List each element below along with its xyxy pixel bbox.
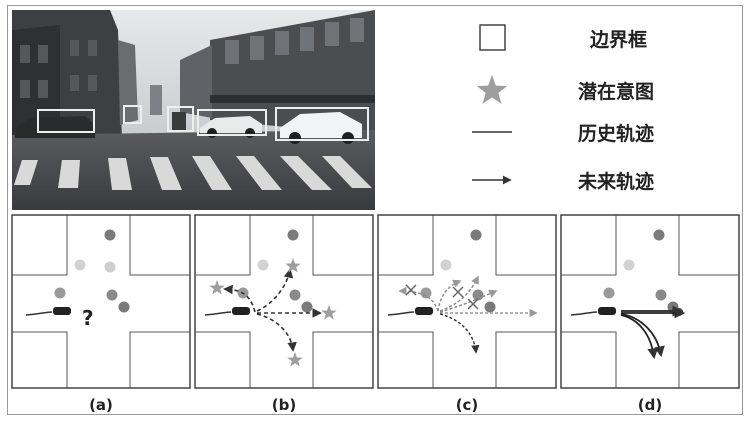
predicted-trajectory [439,275,479,312]
pedestrian-dot [106,289,118,301]
legend: 边界框 潜在意图 历史轨迹 未来轨迹 [472,24,654,193]
predicted-trajectory [439,313,480,354]
figure-frame [7,5,743,415]
vehicle-icon [598,307,616,315]
intent-star [209,280,225,295]
pedestrian-dot [118,301,130,313]
pedestrian-dot [675,308,683,316]
pedestrian-dot [603,287,615,299]
legend-bbox-label: 边界框 [589,28,647,51]
panel-a: ? [11,214,191,389]
pedestrian-dot [301,301,313,313]
caption-a: (a) [89,396,113,414]
legend-history-label: 历史轨迹 [578,122,654,145]
caption-b: (b) [272,396,296,414]
legend-bbox-icon [479,24,506,51]
legend-star-icon [476,75,508,104]
panel-d [560,214,740,389]
history-trajectory [387,311,415,316]
caption-d: (d) [638,396,662,414]
vehicle-icon [53,307,71,315]
vehicle-icon [415,307,433,315]
legend-future-label: 未来轨迹 [577,170,654,193]
future-trajectory [620,313,665,358]
pedestrian-dot [104,229,116,241]
intent-star [287,352,303,367]
predicted-trajectory [398,286,439,312]
pedestrian-dot [470,229,482,241]
pedestrian-dot [287,229,299,241]
pedestrian-dot [420,287,432,299]
pedestrian-dot [623,259,635,271]
pedestrian-dot [484,301,496,313]
history-trajectory [570,311,598,316]
predicted-trajectory [437,279,462,312]
collision-marks [405,284,479,310]
pedestrian-dot [54,287,66,299]
vehicle-icon [232,307,250,315]
pedestrian-dot [655,289,667,301]
future-trajectory-dashed [256,268,294,312]
future-trajectory [620,314,659,360]
future-trajectory-dashed [223,284,256,313]
pedestrian-dot [440,259,452,271]
intent-star [285,258,301,273]
pedestrian-dot [104,261,116,273]
street-photo [12,10,375,210]
panel-c [377,214,557,389]
pedestrian-dot [257,259,269,271]
pedestrian-dot [653,229,665,241]
legend-intent-label: 潜在意图 [578,80,654,103]
pedestrian-dot [472,289,484,301]
history-trajectory [25,311,53,316]
history-trajectory [204,311,232,316]
intent-star [321,305,337,320]
pedestrian-dot [289,289,301,301]
future-trajectory-dashed [256,313,297,352]
panel-b [194,214,374,389]
unknown-intent-mark: ? [82,306,94,330]
caption-c: (c) [456,396,479,414]
pedestrian-dot [74,259,86,271]
